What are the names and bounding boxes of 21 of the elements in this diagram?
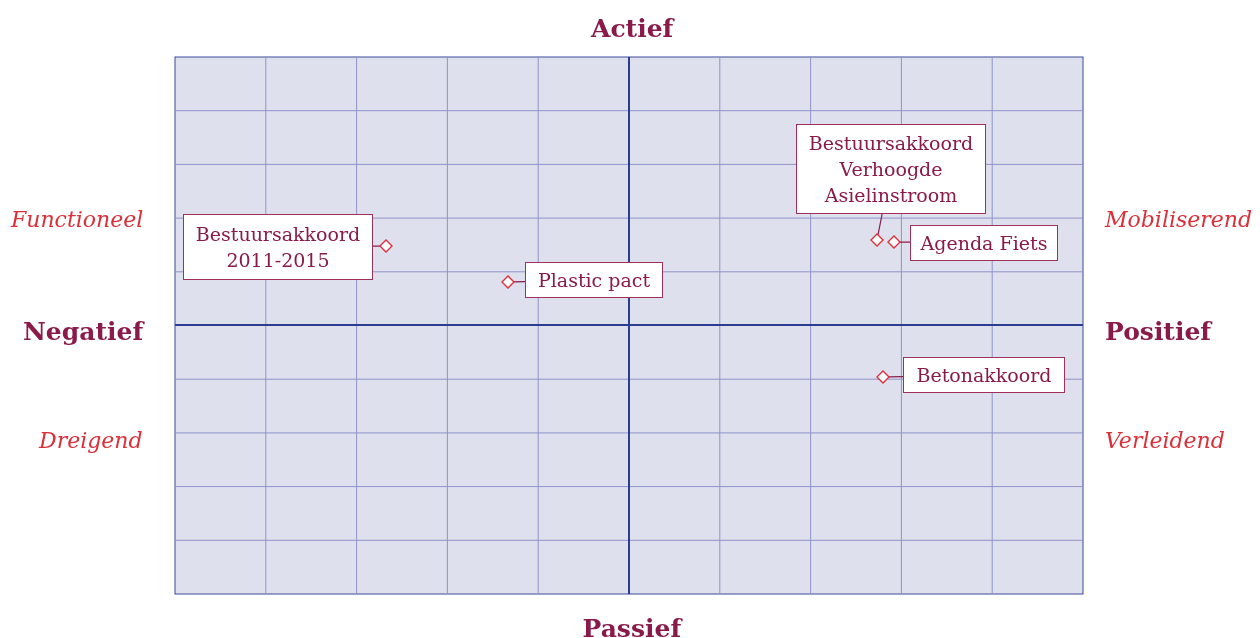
diamond-marker <box>887 235 901 249</box>
quadrant-label: Mobiliserend <box>1105 206 1253 232</box>
leader-line <box>372 245 381 247</box>
axis-label: Passief <box>582 613 682 638</box>
axis-label: Actief <box>591 13 674 43</box>
leader-line <box>877 213 883 236</box>
quadrant-label: Verleidend <box>1105 427 1225 453</box>
quadrant-label: Functioneel <box>11 206 144 232</box>
callout-box: Bestuursakkoord Verhoogde Asielinstroom <box>796 124 986 214</box>
callout-box: Plastic pact <box>525 262 663 298</box>
callout-box: Agenda Fiets <box>910 225 1058 261</box>
callout-box: Bestuursakkoord 2011-2015 <box>183 214 373 280</box>
axis-label: Positief <box>1105 316 1212 346</box>
callout-box: Betonakkoord <box>903 357 1065 393</box>
diamond-marker <box>501 275 515 289</box>
diamond-marker <box>876 370 890 384</box>
quadrant-label: Dreigend <box>39 427 143 453</box>
diamond-marker <box>379 239 393 253</box>
axis-label: Negatief <box>23 316 144 346</box>
leader-line <box>899 241 911 243</box>
diamond-marker <box>870 233 884 247</box>
